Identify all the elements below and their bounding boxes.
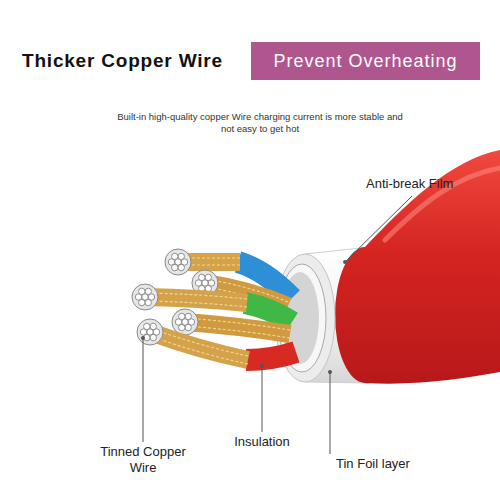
leader-line bbox=[345, 196, 412, 262]
strand-end bbox=[165, 249, 191, 275]
strand-end bbox=[132, 284, 158, 310]
strand-end bbox=[137, 319, 163, 345]
strand-end bbox=[172, 309, 198, 335]
part-label: Insulation bbox=[222, 434, 302, 450]
leader-line bbox=[330, 372, 331, 454]
highlight-badge: Prevent Overheating bbox=[251, 42, 480, 80]
badge-text: Prevent Overheating bbox=[273, 51, 457, 72]
leader-line bbox=[262, 366, 263, 432]
green-insulation bbox=[245, 303, 292, 322]
leader-dot bbox=[343, 260, 347, 264]
leader-dot bbox=[141, 336, 145, 340]
part-label: Tinned Copper Wire bbox=[88, 444, 198, 477]
strand-texture bbox=[145, 293, 247, 307]
leader-line bbox=[143, 338, 144, 442]
cable-jacket bbox=[335, 150, 500, 384]
heading: Thicker Copper Wire bbox=[22, 50, 223, 72]
description-text: Built-in high-quality copper Wire chargi… bbox=[110, 111, 410, 135]
part-label: Tin Foil layer bbox=[336, 456, 446, 472]
red-insulation bbox=[246, 352, 296, 360]
leader-dot bbox=[328, 370, 332, 374]
strand-texture bbox=[150, 328, 248, 364]
copper-strands bbox=[150, 332, 248, 360]
part-label: Anti-break Film bbox=[366, 176, 476, 192]
strand-texture bbox=[185, 318, 290, 338]
leader-dot bbox=[260, 364, 264, 368]
